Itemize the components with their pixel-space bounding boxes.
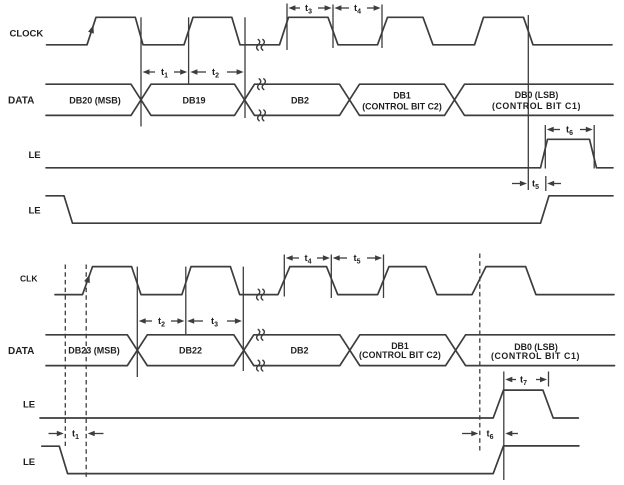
svg-text:DB20 (MSB): DB20 (MSB) xyxy=(69,95,121,105)
svg-text:LE: LE xyxy=(29,150,41,161)
svg-text:t5: t5 xyxy=(353,253,360,265)
svg-text:(CONTROL BIT C1): (CONTROL BIT C1) xyxy=(492,101,581,111)
svg-text:DB23 (MSB): DB23 (MSB) xyxy=(68,346,120,356)
svg-text:DB0 (LSB): DB0 (LSB) xyxy=(514,342,558,352)
svg-text:t6: t6 xyxy=(486,429,493,441)
svg-text:t3: t3 xyxy=(305,3,312,15)
svg-text:t4: t4 xyxy=(354,3,361,15)
svg-text:t4: t4 xyxy=(304,253,311,265)
svg-text:DB0 (LSB): DB0 (LSB) xyxy=(515,90,559,100)
svg-text:DB2: DB2 xyxy=(291,95,309,105)
svg-text:DB1: DB1 xyxy=(391,341,409,351)
svg-text:LE: LE xyxy=(23,457,35,468)
svg-text:t5: t5 xyxy=(532,179,539,191)
svg-text:t6: t6 xyxy=(566,125,573,137)
svg-text:DATA: DATA xyxy=(8,96,34,107)
svg-text:DB1: DB1 xyxy=(393,91,411,101)
svg-text:CLK: CLK xyxy=(20,274,38,284)
svg-text:LE: LE xyxy=(29,206,41,217)
svg-text:t7: t7 xyxy=(520,375,527,387)
svg-text:(CONTROL BIT C1): (CONTROL BIT C1) xyxy=(491,351,580,361)
svg-text:t2: t2 xyxy=(212,67,219,79)
svg-text:(CONTROL BIT C2): (CONTROL BIT C2) xyxy=(359,350,441,360)
svg-text:DATA: DATA xyxy=(8,346,34,357)
svg-text:DB19: DB19 xyxy=(182,95,205,105)
svg-text:t3: t3 xyxy=(211,316,218,328)
svg-text:(CONTROL BIT C2): (CONTROL BIT C2) xyxy=(362,101,442,111)
svg-text:t1: t1 xyxy=(72,429,79,441)
svg-text:LE: LE xyxy=(23,400,35,411)
svg-text:CLOCK: CLOCK xyxy=(10,29,44,40)
svg-text:DB2: DB2 xyxy=(290,346,308,356)
svg-text:DB22: DB22 xyxy=(179,346,202,356)
svg-text:t2: t2 xyxy=(158,316,165,328)
svg-text:t1: t1 xyxy=(161,67,168,79)
